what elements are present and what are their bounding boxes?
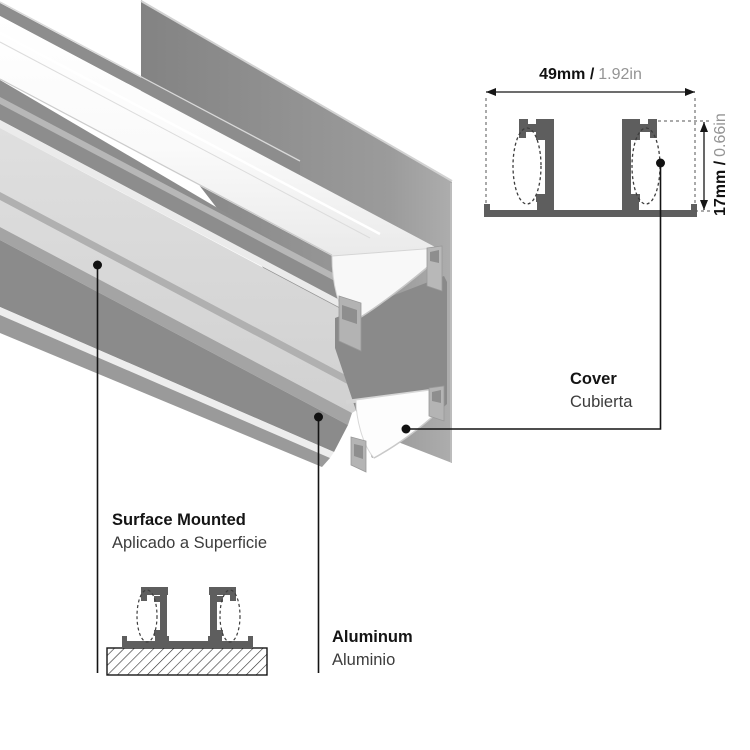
aluminum-leader-dot [314,412,323,422]
cover-dashed-outline-left [512,127,542,205]
height-dimension [658,120,712,212]
cover-label-title: Cover [570,370,617,388]
aluminum-label-title: Aluminum [332,628,413,646]
cover-label-subtitle: Cubierta [570,393,633,411]
cover-leader-dot-section [656,158,665,168]
height-dimension-label: 17mm / 0.66in [712,113,730,216]
mounting-surface-hatched-block [106,647,268,676]
surface-mounted-label: Surface Mounted Aplicado a Superficie [112,509,267,555]
height-imperial-value: 0.66in [712,113,729,157]
profile-front-face [0,128,437,413]
width-imperial-value: 1.92in [598,66,642,83]
width-dimension [485,88,696,206]
mounting-diagram [106,587,268,676]
surface-mounted-label-title: Surface Mounted [112,511,246,529]
width-dimension-label: 49mm /1.92in [486,66,695,84]
leader-lines [93,158,665,673]
surface-mounted-leader-dot [93,260,102,270]
upper-cover-surface [0,16,437,256]
cover-label: Cover Cubierta [570,368,632,414]
aluminum-label: Aluminum Aluminio [332,626,413,672]
aluminum-label-subtitle: Aluminio [332,651,396,669]
cover-leader-line [406,163,662,430]
width-metric-value: 49mm / [539,66,595,83]
surface-mounted-label-subtitle: Aplicado a Superficie [112,534,268,552]
profile-3d-illustration [0,0,453,473]
cross-section-diagram [484,119,697,217]
cover-leader-dot-profile [401,424,411,434]
height-metric-value: 17mm / [712,160,729,216]
cover-dashed-outline-right [631,127,661,205]
